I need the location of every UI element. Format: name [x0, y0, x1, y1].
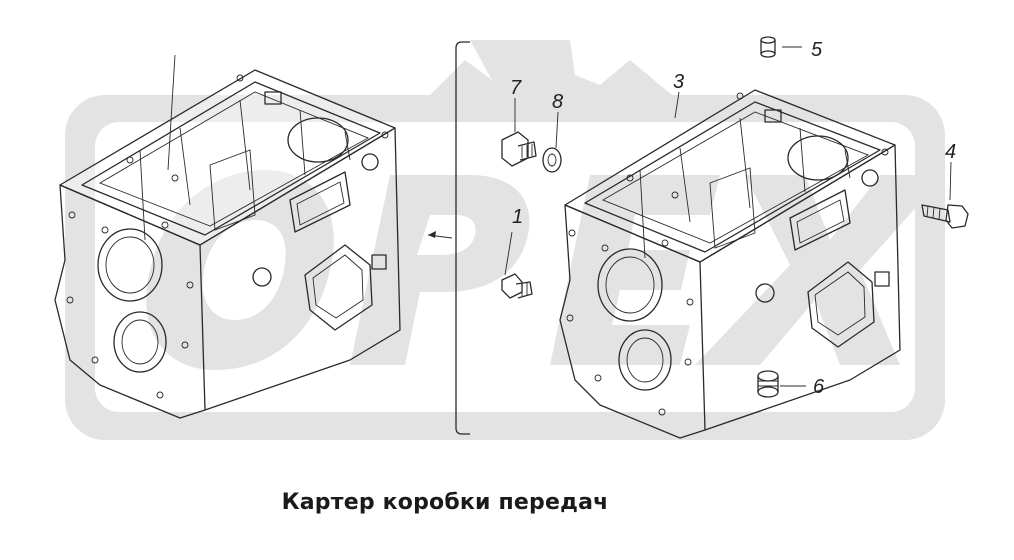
direction-arrow-icon — [427, 231, 453, 239]
plug-part-6 — [757, 370, 779, 398]
fitting-part-1 — [501, 273, 533, 299]
callout-1: 1 — [512, 206, 523, 228]
callout-3: 3 — [673, 71, 684, 93]
plug-part-7 — [501, 131, 537, 167]
gearbox-housing-part-3 — [559, 89, 901, 439]
gearbox-housing-overview — [54, 54, 401, 419]
sleeve-part-5 — [760, 36, 776, 58]
group-bracket — [455, 41, 470, 435]
callout-7: 7 — [510, 77, 522, 99]
callout-5: 5 — [811, 39, 823, 61]
callout-6: 6 — [813, 376, 825, 398]
callout-8: 8 — [552, 91, 563, 113]
callout-4: 4 — [945, 141, 956, 163]
bolt-part-4 — [921, 204, 969, 229]
leader-lines — [504, 46, 952, 387]
diagram-caption: Картер коробки передач — [281, 490, 609, 515]
washer-part-8 — [542, 147, 562, 173]
